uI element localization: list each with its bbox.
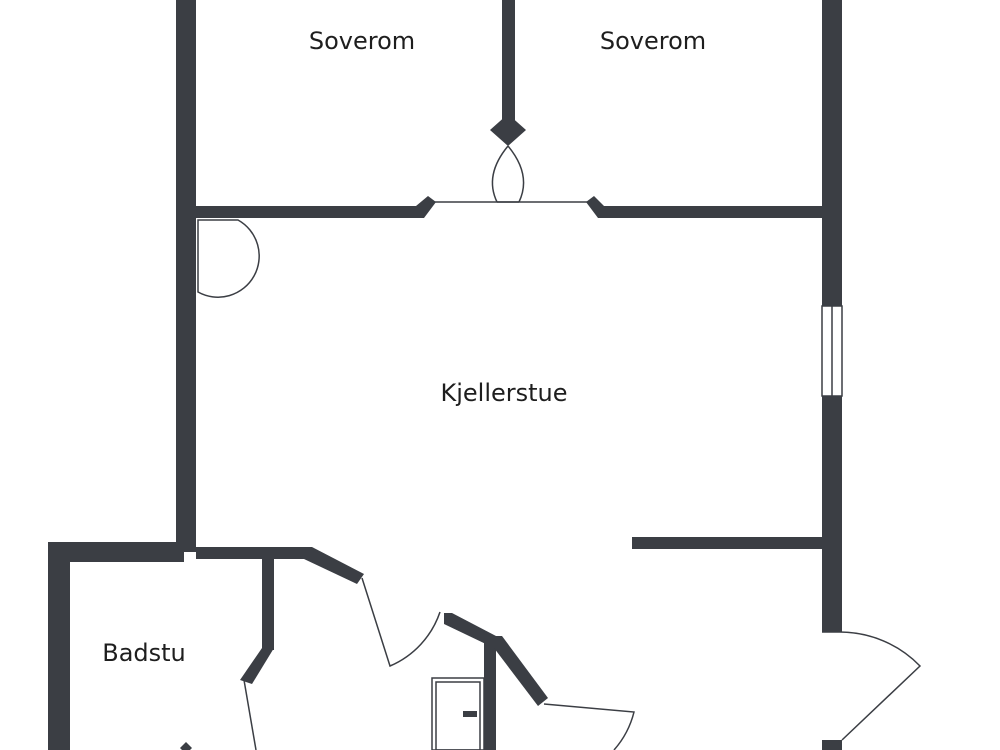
wall-shower-divider: [484, 636, 496, 750]
wall-bath-top-angled: [304, 547, 364, 584]
wall-bedroom-divider: [502, 0, 515, 122]
shower-tray: [431, 677, 485, 750]
bedroom-double-door-diamond: [490, 114, 526, 146]
label-sauna: Badstu: [102, 639, 186, 667]
sauna-door-swing: [243, 679, 257, 750]
label-living-room: Kjellerstue: [440, 379, 567, 407]
bathroom-door-swing: [361, 577, 441, 668]
shower-tray-inner: [435, 681, 481, 750]
doors: [197, 114, 922, 750]
wall-bedrooms-bottom-right: [600, 206, 822, 218]
room-labels: Soverom Soverom Kjellerstue Badstu: [102, 27, 706, 667]
shower-room-door-swing: [543, 703, 635, 750]
wall-left-upper: [176, 0, 196, 552]
wall-shower-angled: [494, 636, 548, 706]
wall-bedrooms-bottom-left: [196, 206, 418, 218]
wall-bedrooms-left-jamb: [416, 196, 436, 218]
shower-fixture: [431, 677, 485, 750]
wall-bath-divider-angled: [240, 648, 274, 684]
wall-sauna-top: [48, 542, 184, 562]
wall-sauna-left: [48, 542, 70, 750]
living-room-door-swing: [197, 219, 260, 298]
label-bedroom-right: Soverom: [600, 27, 706, 55]
entrance-door-swing: [822, 631, 922, 741]
wall-shower-top: [444, 613, 496, 646]
wall-living-right-stub: [632, 537, 822, 549]
bedroom-double-door-right-leaf: [507, 145, 525, 203]
exterior-walls: [48, 0, 842, 750]
bedroom-double-door-left-leaf: [491, 145, 509, 203]
wall-bedrooms-right-jamb: [586, 196, 604, 218]
label-bedroom-left: Soverom: [309, 27, 415, 55]
wall-sauna-inner-stub: [180, 742, 192, 750]
shower-drain: [463, 711, 477, 717]
interior-walls: [180, 0, 822, 750]
wall-bath-divider: [262, 558, 274, 650]
wall-right-middle: [822, 396, 842, 632]
wall-bath-top: [196, 547, 308, 559]
window-right: [821, 305, 843, 397]
wall-right-bottom-stub: [822, 740, 842, 750]
wall-right-upper: [822, 0, 842, 306]
